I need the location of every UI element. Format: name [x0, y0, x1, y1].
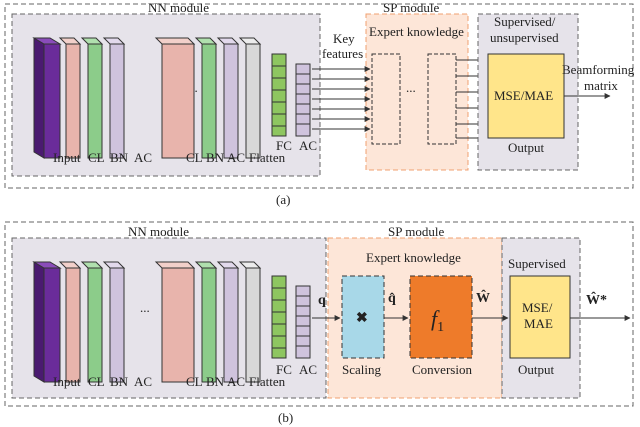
panel-a-supervised-line1: Supervised/	[494, 14, 556, 29]
panel-a-label-ac-3: AC	[299, 138, 317, 153]
panel-b-ellipsis-layers: ...	[140, 300, 150, 315]
panel-a-key-features-line1: Key	[333, 31, 355, 46]
panel-a-label-bn-1: BN	[110, 150, 129, 165]
panel-b-flatten-layer	[238, 261, 262, 383]
panel-a-feature-arrows	[312, 66, 371, 132]
panel-a-expert-ellipsis: ...	[406, 80, 416, 95]
panel-b-label-bn-1: BN	[110, 374, 129, 389]
panel-a-ac-layer-1	[102, 37, 126, 159]
panel-b-expert-title: Expert knowledge	[366, 250, 461, 265]
panel-a-label-bn-2: BN	[206, 150, 225, 165]
panel-b-label-fc: FC	[276, 362, 292, 377]
panel-b-input-layer	[32, 261, 62, 383]
panel-a-label-ac-1: AC	[134, 150, 152, 165]
panel-a-sp-title: SP module	[383, 0, 439, 15]
panel-a-label-input: Input	[53, 150, 81, 165]
panel-b-conversion-label: Conversion	[412, 362, 472, 377]
panel-b-q-label: q	[318, 293, 326, 308]
panel-a-bn-layer-2	[194, 37, 218, 159]
panel-b-ac-layer-1	[102, 261, 126, 383]
panel-b-cl-layer-1	[58, 261, 82, 383]
panel-a-beam-line2: matrix	[584, 78, 618, 93]
panel-a-nn-title: NN module	[148, 0, 209, 15]
panel-b-scaling-symbol: ✖	[356, 311, 368, 326]
panel-a-ac-vector	[295, 63, 311, 137]
panel-b-loss-line1: MSE/	[522, 300, 553, 315]
panel-b-f1-label: f1	[431, 306, 444, 335]
panel-b-nn-title: NN module	[128, 224, 189, 239]
panel-b-loss-line2: MAE	[524, 316, 553, 331]
panel-a-expert-block-1	[371, 53, 401, 145]
panel-a-supervised-line2: unsupervised	[490, 30, 559, 45]
panel-a-label-cl-2: CL	[186, 150, 203, 165]
panel-b: NN module SP module Expert knowledge Sup…	[4, 221, 634, 425]
panel-b-label-ac-2: AC	[227, 374, 245, 389]
panel-a-fc-layer	[271, 53, 287, 137]
panel-a-expert-block-2	[427, 53, 457, 145]
panel-b-fc-layer	[271, 275, 287, 359]
panel-a-output-label: Output	[508, 140, 545, 155]
panel-a-caption: (a)	[276, 192, 290, 207]
panel-b-qhat-label: q̂	[388, 291, 396, 306]
panel-b-f1-main: f	[431, 306, 440, 331]
panel-b-cl-layer-2	[154, 261, 196, 383]
panel-a-label-flatten: Flatten	[249, 150, 286, 165]
panel-a-cl-layer-2	[154, 37, 196, 159]
panel-b-output-label: Output	[518, 362, 555, 377]
panel-b-label-cl-1: CL	[88, 374, 105, 389]
panel-b-bn-layer-2	[194, 261, 218, 383]
panel-b-label-ac-3: AC	[299, 362, 317, 377]
panel-b-outer-frame	[4, 221, 634, 407]
panel-a-ac-layer-2	[216, 37, 240, 159]
panel-a-loss-label: MSE/MAE	[494, 88, 553, 103]
panel-b-label-input: Input	[53, 374, 81, 389]
panel-b-f1-sub: 1	[437, 320, 444, 335]
panel-a-input-layer	[32, 37, 62, 159]
panel-b-f1-box	[409, 275, 473, 359]
panel-b-ac-layer-2	[216, 261, 240, 383]
panel-b-bn-layer-1	[80, 261, 104, 383]
panel-b-wstar-label: Ŵ*	[586, 291, 607, 308]
panel-b-label-ac-1: AC	[134, 374, 152, 389]
panel-a-cl-layer-1	[58, 37, 82, 159]
panel-b-supervised-label: Supervised	[508, 256, 566, 271]
panel-a-key-features-line2: features	[322, 46, 363, 61]
panel-b-what-label: Ŵ	[476, 289, 490, 306]
panel-b-label-cl-2: CL	[186, 374, 203, 389]
panel-a-label-fc: FC	[276, 138, 292, 153]
panel-b-sp-title: SP module	[388, 224, 444, 239]
panel-a-label-cl-1: CL	[88, 150, 105, 165]
panel-a-flatten-layer	[238, 37, 262, 159]
panel-a-expert-title: Expert knowledge	[369, 24, 464, 39]
panel-b-ac-vector	[295, 285, 311, 359]
panel-b-scaling-box	[341, 275, 385, 359]
panel-b-scaling-label: Scaling	[342, 362, 381, 377]
panel-a-beam-line1: Beamforming	[562, 62, 635, 77]
panel-a: NN module SP module Expert knowledge ...	[4, 0, 635, 207]
panel-b-label-bn-2: BN	[206, 374, 225, 389]
panel-a-loss-box	[487, 53, 565, 139]
panel-b-label-flatten: Flatten	[249, 374, 286, 389]
panel-a-bn-layer-1	[80, 37, 104, 159]
panel-b-loss-box	[509, 275, 571, 359]
panel-a-label-ac-2: AC	[227, 150, 245, 165]
panel-a-outer-frame	[4, 3, 634, 189]
panel-b-caption: (b)	[278, 410, 293, 425]
